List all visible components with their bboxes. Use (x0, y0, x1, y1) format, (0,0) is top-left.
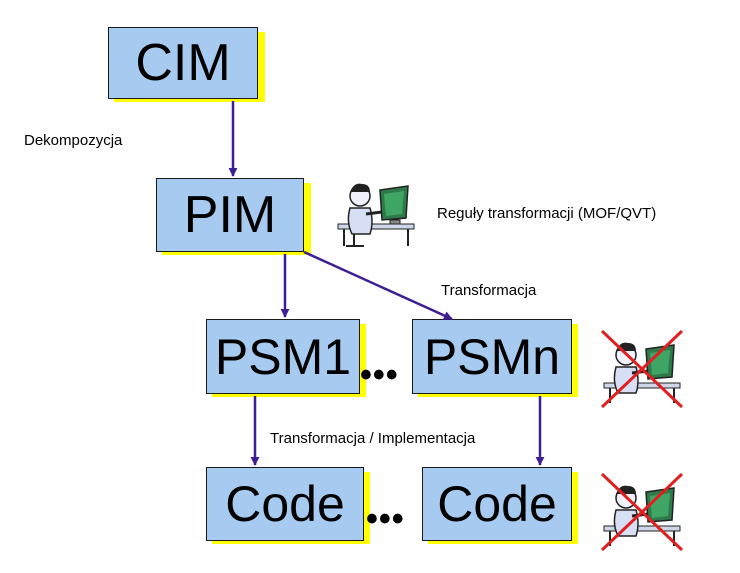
transformation-implementation-label: Transformacja / Implementacja (270, 430, 476, 447)
psmn-box: PSMn (412, 319, 572, 394)
arrow-pim-psmn (303, 250, 453, 321)
ellipsis-psm: ••• (360, 356, 399, 394)
transformation-label: Transformacja (441, 282, 537, 299)
crossed-out-person-icon (600, 329, 684, 409)
code-label-1: Code (225, 476, 345, 532)
person-at-computer-icon (337, 183, 415, 247)
code-box-1: Code (206, 467, 364, 541)
ellipsis-code: ••• (366, 500, 405, 538)
psmn-label: PSMn (423, 328, 561, 385)
decomposition-label: Dekompozycja (24, 132, 123, 149)
psm1-box: PSM1 (206, 319, 360, 394)
pim-label: PIM (183, 186, 277, 244)
psm1-label: PSM1 (214, 328, 352, 385)
code-box-2: Code (422, 467, 572, 541)
cim-box: CIM (108, 27, 258, 99)
pim-box: PIM (156, 178, 304, 252)
crossed-out-person-icon (600, 472, 684, 552)
code-label-2: Code (437, 476, 557, 532)
cim-label: CIM (135, 34, 231, 92)
rules-label: Reguły transformacji (MOF/QVT) (437, 205, 657, 222)
